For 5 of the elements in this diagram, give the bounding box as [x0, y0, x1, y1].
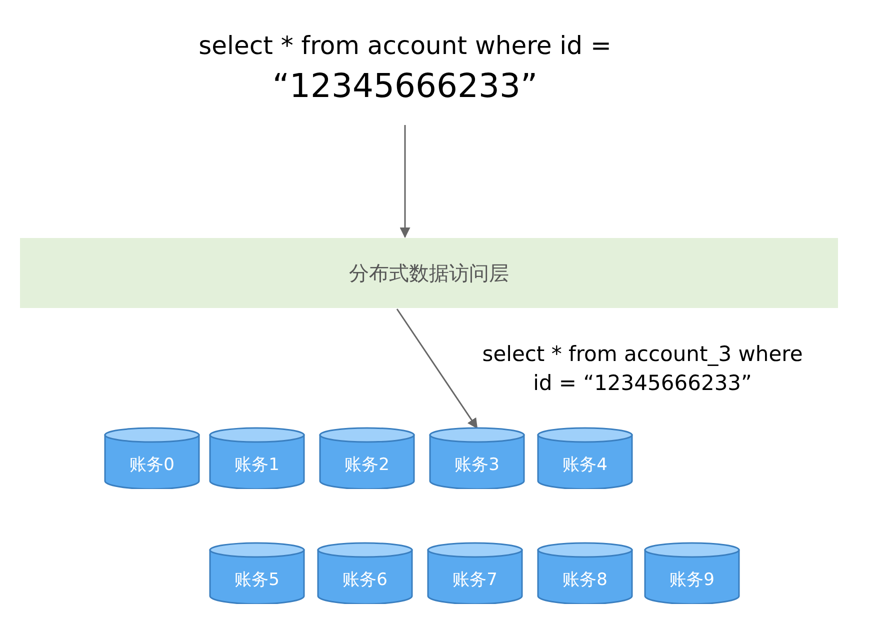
layer-band: 分布式数据访问层 — [20, 238, 838, 308]
query-value: “12345666233” — [271, 65, 539, 107]
arrow — [396, 308, 478, 429]
arrow — [400, 125, 410, 238]
query-text: select * from account where id = — [198, 30, 612, 62]
